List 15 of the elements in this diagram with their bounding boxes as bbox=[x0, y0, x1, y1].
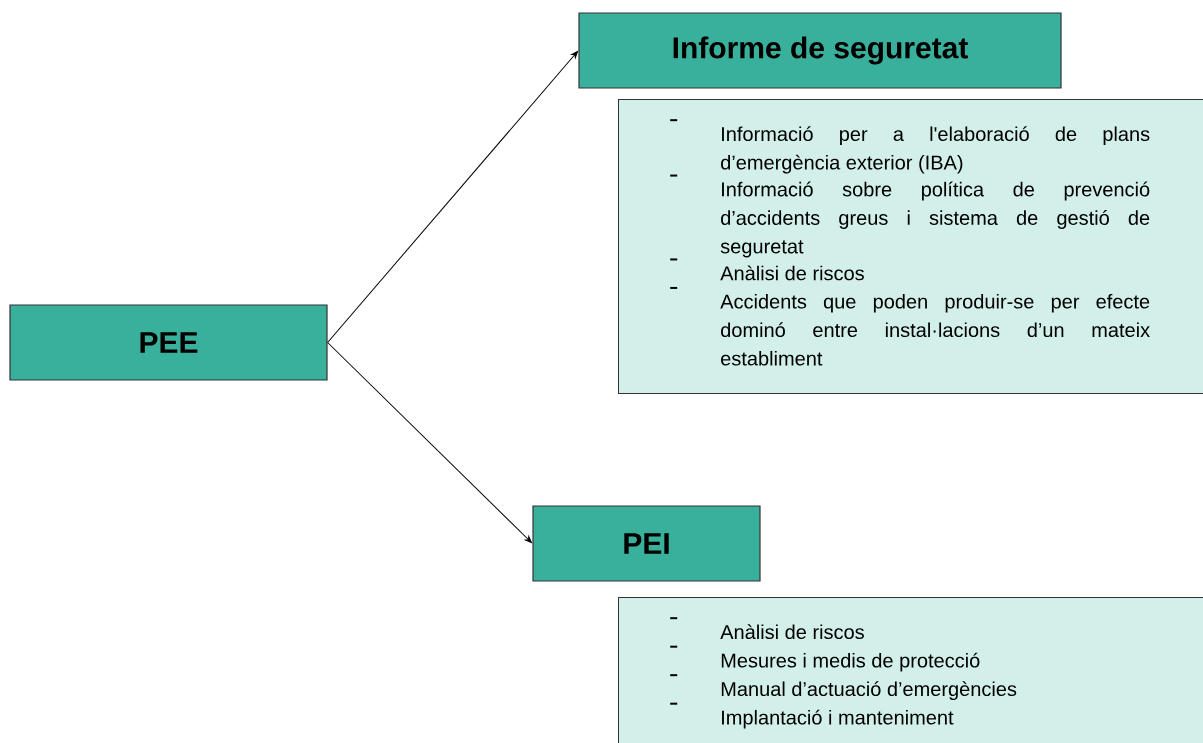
list-box bbox=[618, 597, 1203, 743]
heading-box: PEI bbox=[532, 505, 761, 582]
arrow bbox=[327, 51, 578, 343]
list-item: Anàlisi de riscos bbox=[669, 258, 864, 281]
arrow bbox=[327, 342, 532, 543]
list-item: Manual d’actuació d’emergències bbox=[669, 674, 1017, 701]
heading-box: Informe de seguretat bbox=[578, 12, 1062, 89]
list-item: Informació per a l'elaboració de plans d’emergència exterior (IBA) bbox=[669, 119, 1150, 174]
heading-box: PEE bbox=[9, 304, 328, 381]
list-item: Mesures i medis de protecció bbox=[669, 645, 980, 672]
list-item: Implantació i manteniment bbox=[669, 702, 954, 729]
list-box bbox=[618, 99, 1203, 394]
list-item: Informació sobre política de prevenció d’accidents greus i sistema de gestió de seguretat bbox=[669, 174, 1150, 258]
list-item: Accidents que poden produir-se per efecte dominó entre instal·lacions d’un mateix establiment bbox=[669, 286, 1150, 366]
list-item: Anàlisi de riscos bbox=[669, 617, 864, 640]
